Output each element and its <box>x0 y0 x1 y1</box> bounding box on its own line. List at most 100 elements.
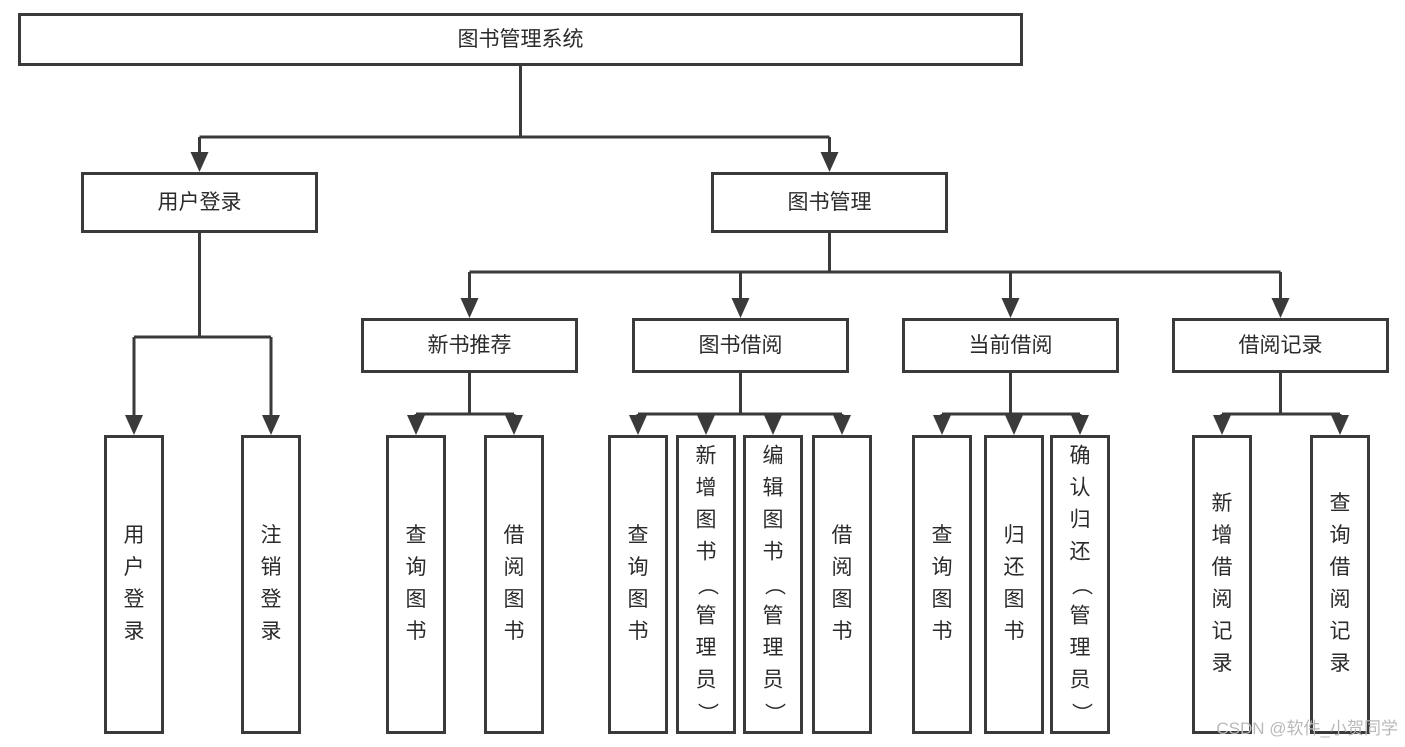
svg-text:借: 借 <box>1330 556 1351 579</box>
svg-text:图: 图 <box>763 509 784 532</box>
node-box-user-login[interactable] <box>81 172 318 233</box>
svg-text:书: 书 <box>1004 620 1025 643</box>
node-borrow-record[interactable]: 借阅记录 <box>1172 318 1389 373</box>
svg-text:（: （ <box>695 575 718 596</box>
node-box-leaf-query-book-2[interactable] <box>608 435 668 734</box>
svg-text:图: 图 <box>1004 588 1025 611</box>
node-root[interactable]: 图书管理系统 <box>18 13 1023 66</box>
svg-text:增: 增 <box>1212 524 1233 547</box>
node-box-borrow-record[interactable] <box>1172 318 1389 373</box>
node-box-leaf-add-record[interactable] <box>1192 435 1252 734</box>
svg-text:书: 书 <box>932 620 953 643</box>
node-book-manage[interactable]: 图书管理 <box>711 172 948 233</box>
svg-text:阅: 阅 <box>1330 588 1351 611</box>
node-label-book-borrow: 图书借阅 <box>699 334 783 357</box>
node-label-new-book-rec: 新书推荐 <box>428 334 512 357</box>
node-new-book-rec[interactable]: 新书推荐 <box>361 318 578 373</box>
svg-text:书: 书 <box>763 541 784 564</box>
svg-text:询: 询 <box>1330 524 1351 547</box>
svg-text:归: 归 <box>1070 509 1091 532</box>
svg-text:（: （ <box>762 575 785 596</box>
svg-text:书: 书 <box>504 620 525 643</box>
svg-text:）: ） <box>762 703 785 724</box>
svg-text:询: 询 <box>406 556 427 579</box>
node-box-current-borrow[interactable] <box>902 318 1119 373</box>
node-label-book-manage: 图书管理 <box>788 191 872 214</box>
node-box-leaf-borrow-book-1[interactable] <box>484 435 544 734</box>
node-box-leaf-confirm-return[interactable] <box>1050 435 1110 734</box>
svg-text:借: 借 <box>832 524 853 547</box>
svg-text:图: 图 <box>504 588 525 611</box>
node-label-leaf-user-login: 用户登录 <box>124 524 145 643</box>
svg-text:确: 确 <box>1070 445 1091 468</box>
svg-text:管: 管 <box>696 605 717 628</box>
arrowhead-borrow-record-to-leaf-add-record <box>1213 415 1231 435</box>
arrowhead-root-to-user-login <box>190 152 209 172</box>
csdn-watermark: CSDN @软件_小贺同学 <box>1216 719 1398 738</box>
node-book-borrow[interactable]: 图书借阅 <box>632 318 849 373</box>
node-label-current-borrow: 当前借阅 <box>969 334 1053 357</box>
svg-text:录: 录 <box>261 620 282 643</box>
node-user-login[interactable]: 用户登录 <box>81 172 318 233</box>
svg-text:书: 书 <box>406 620 427 643</box>
node-box-leaf-user-logout[interactable] <box>241 435 301 734</box>
svg-text:理: 理 <box>1070 637 1091 660</box>
node-box-leaf-add-book[interactable] <box>676 435 736 734</box>
node-box-leaf-return-book[interactable] <box>984 435 1044 734</box>
svg-text:辑: 辑 <box>763 477 784 500</box>
arrowhead-new-book-rec-to-leaf-query-book-1 <box>407 415 425 435</box>
node-box-leaf-query-book-1[interactable] <box>386 435 446 734</box>
arrowhead-book-borrow-to-leaf-edit-book <box>764 415 782 435</box>
svg-text:书: 书 <box>832 620 853 643</box>
node-box-book-manage[interactable] <box>711 172 948 233</box>
node-box-root[interactable] <box>18 13 1023 66</box>
svg-text:录: 录 <box>1212 652 1233 675</box>
svg-text:销: 销 <box>261 556 282 579</box>
node-leaf-user-login[interactable]: 用户登录 <box>104 435 164 734</box>
node-box-leaf-edit-book[interactable] <box>743 435 803 734</box>
svg-text:员: 员 <box>696 669 717 692</box>
node-box-leaf-query-book-3[interactable] <box>912 435 972 734</box>
node-box-leaf-borrow-book-2[interactable] <box>812 435 872 734</box>
svg-text:询: 询 <box>932 556 953 579</box>
svg-text:户: 户 <box>124 556 145 579</box>
arrowhead-current-borrow-to-leaf-query-book-3 <box>933 415 951 435</box>
arrowhead-bookmanage-to-current-borrow <box>1001 298 1020 318</box>
svg-text:还: 还 <box>1070 541 1091 564</box>
arrowhead-new-book-rec-to-leaf-borrow-book-1 <box>505 415 523 435</box>
node-box-book-borrow[interactable] <box>632 318 849 373</box>
svg-text:查: 查 <box>628 524 649 547</box>
arrowhead-userlogin-to-leaf-user-logout <box>262 415 280 435</box>
arrowhead-bookmanage-to-borrow-record <box>1271 298 1290 318</box>
node-box-leaf-user-login[interactable] <box>104 435 164 734</box>
arrowhead-borrow-record-to-leaf-query-record <box>1331 415 1349 435</box>
svg-text:录: 录 <box>1330 652 1351 675</box>
node-current-borrow[interactable]: 当前借阅 <box>902 318 1119 373</box>
svg-text:理: 理 <box>696 637 717 660</box>
node-box-new-book-rec[interactable] <box>361 318 578 373</box>
node-box-leaf-query-record[interactable] <box>1310 435 1370 734</box>
svg-text:管: 管 <box>763 605 784 628</box>
svg-text:登: 登 <box>261 588 282 611</box>
svg-text:书: 书 <box>628 620 649 643</box>
